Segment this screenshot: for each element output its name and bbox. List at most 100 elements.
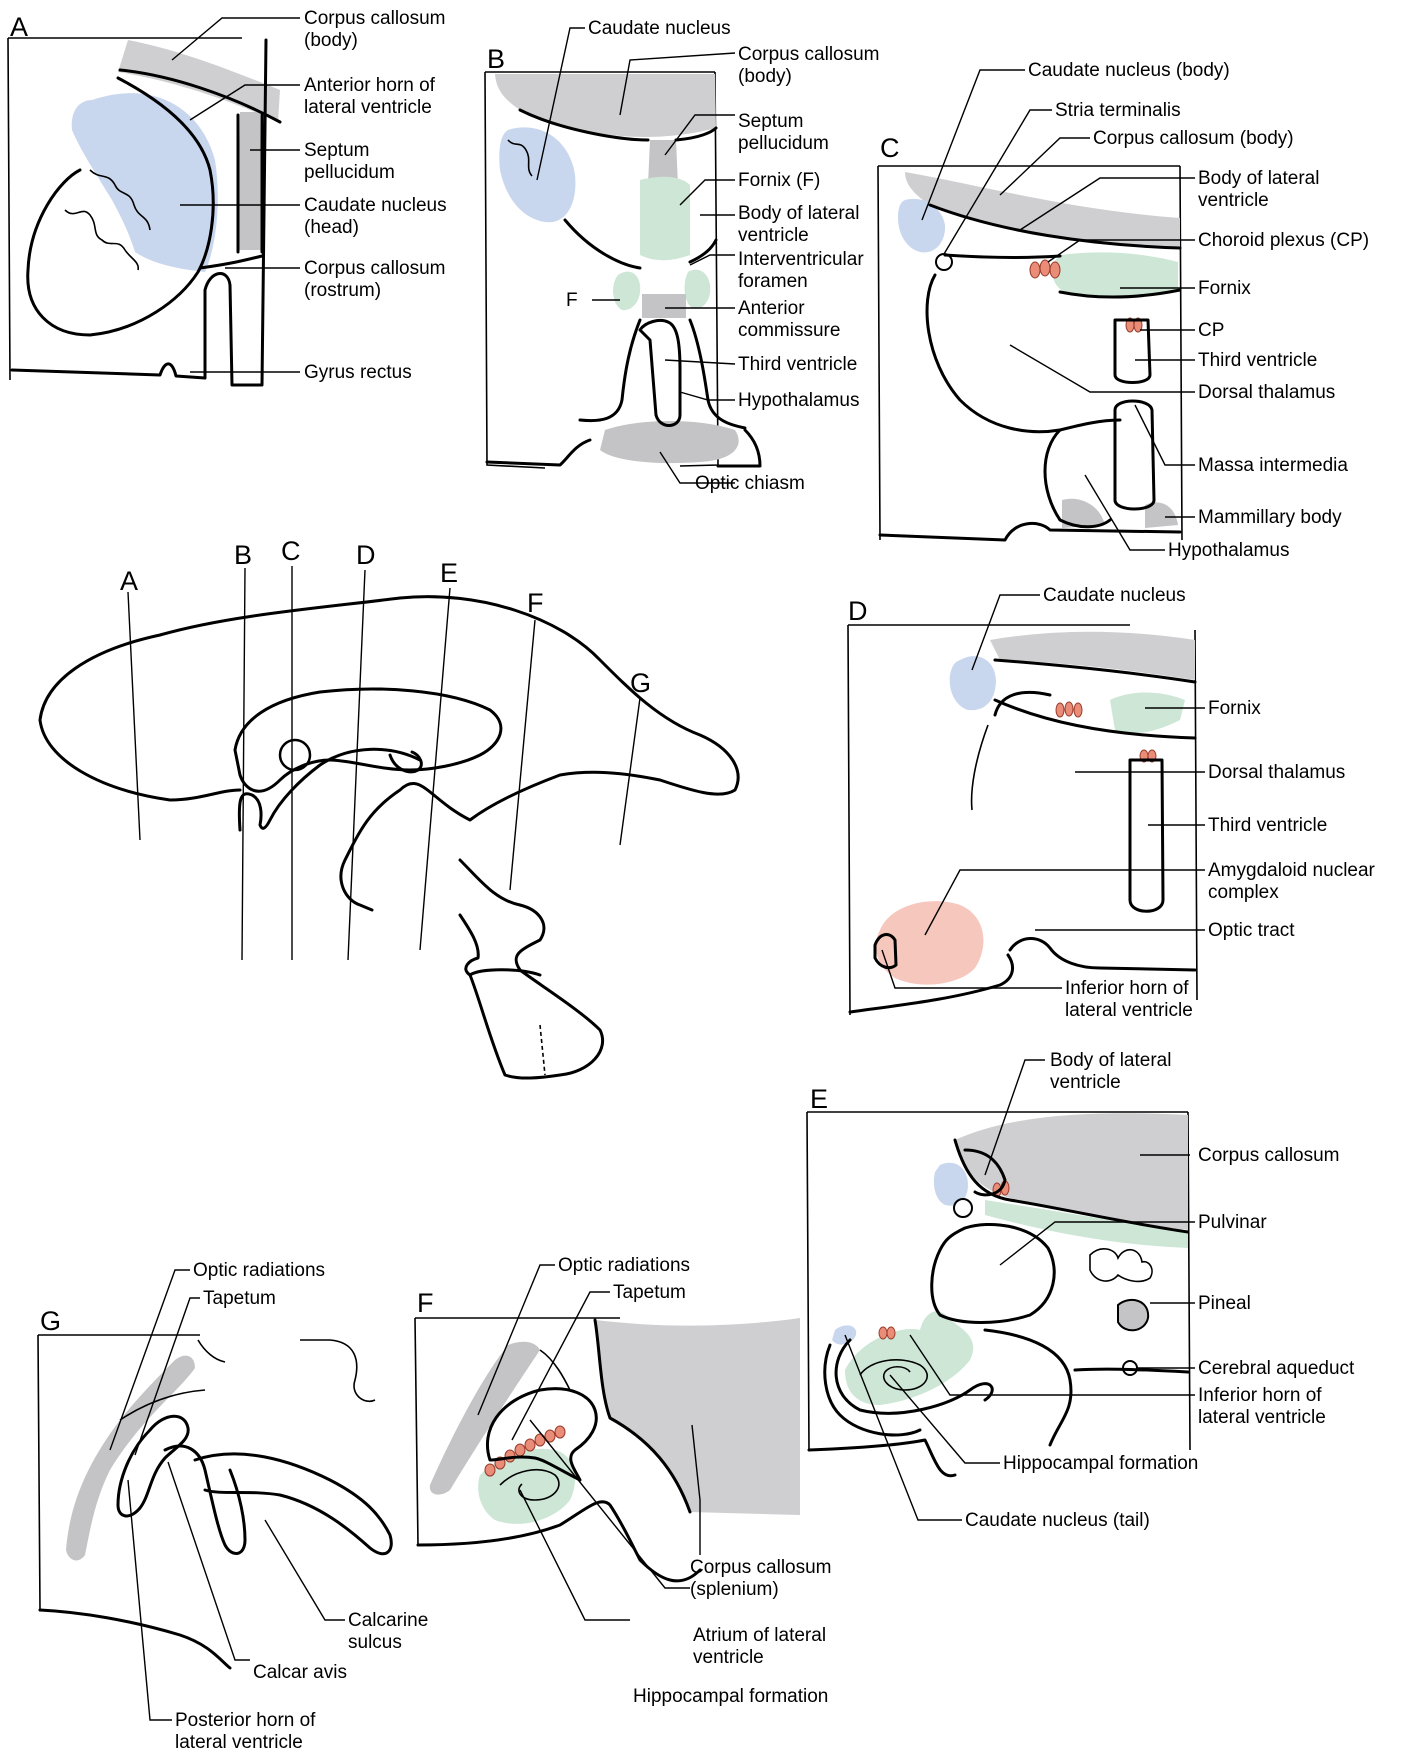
- label-e-inferior-horn: Inferior horn of: [1198, 1385, 1322, 1406]
- label-c-stria-terminalis: Stria terminalis: [1055, 100, 1181, 121]
- label-a-lateral-ventricle: lateral ventricle: [304, 97, 432, 118]
- label-d-fornix: Fornix: [1208, 698, 1261, 719]
- label-a-anterior-horn: Anterior horn of: [304, 75, 436, 96]
- panel-letter-d: D: [848, 596, 868, 626]
- label-g-calcar-avis: Calcar avis: [253, 1662, 347, 1683]
- label-c-third-ventricle: Third ventricle: [1198, 350, 1317, 371]
- key-letter-a: A: [120, 566, 138, 596]
- label-b-third-ventricle: Third ventricle: [738, 354, 857, 375]
- label-b-fornix: Fornix (F): [738, 170, 820, 191]
- label-a-body: (body): [304, 30, 358, 51]
- label-e-body-lateral: Body of lateral: [1050, 1050, 1171, 1071]
- panel-letter-b: B: [487, 44, 505, 74]
- corpus-callosum-body-b: [495, 74, 716, 137]
- key-letter-e: E: [440, 558, 458, 588]
- label-a-head: (head): [304, 217, 359, 238]
- panel-a: A: [8, 12, 280, 385]
- label-b-anterior: Anterior: [738, 298, 805, 319]
- label-b-foramen: foramen: [738, 271, 808, 292]
- panel-f: F: [415, 1288, 800, 1581]
- label-c-mammillary-body: Mammillary body: [1198, 507, 1342, 528]
- label-d-third-ventricle: Third ventricle: [1208, 815, 1327, 836]
- amygdala-d: [876, 901, 984, 984]
- panel-c: C: [878, 133, 1182, 540]
- label-e-caudate-tail: Caudate nucleus (tail): [965, 1510, 1150, 1531]
- label-c-ventricle: ventricle: [1198, 190, 1269, 211]
- label-f-corpus-callosum: Corpus callosum: [690, 1557, 832, 1578]
- label-g-tapetum: Tapetum: [203, 1288, 276, 1309]
- label-c-body-lateral: Body of lateral: [1198, 168, 1319, 189]
- corpus-callosum-d: [990, 632, 1195, 680]
- label-a-septum: Septum: [304, 140, 369, 161]
- caudate-d: [950, 656, 996, 710]
- label-e-pulvinar: Pulvinar: [1198, 1212, 1267, 1233]
- label-b-septum: Septum: [738, 111, 803, 132]
- label-g-posterior-horn: Posterior horn of: [175, 1710, 316, 1731]
- label-e-hippocampal: Hippocampal formation: [1003, 1453, 1198, 1474]
- label-e-lateral-ventricle: lateral ventricle: [1198, 1407, 1326, 1428]
- fornix-left-b: [613, 272, 640, 311]
- pineal-e: [1118, 1300, 1148, 1330]
- panel-b: B: [485, 44, 760, 468]
- label-f-tapetum: Tapetum: [613, 1282, 686, 1303]
- label-e-corpus-callosum: Corpus callosum: [1198, 1145, 1340, 1166]
- key-letter-f: F: [527, 588, 544, 618]
- label-b-corpus-callosum: Corpus callosum: [738, 44, 880, 65]
- key-midsagittal: [40, 566, 738, 1078]
- label-a-pellucidum: pellucidum: [304, 162, 395, 183]
- label-f-splenium: (splenium): [690, 1579, 779, 1600]
- panel-g: G: [38, 1306, 391, 1668]
- label-f-lateral-ventricle: ventricle: [693, 1647, 764, 1668]
- label-b-f: F: [566, 290, 578, 311]
- label-e-cerebral-aqueduct: Cerebral aqueduct: [1198, 1358, 1355, 1379]
- label-b-optic-chiasm: Optic chiasm: [695, 473, 805, 494]
- panel-letter-g: G: [40, 1306, 61, 1336]
- label-b-body: (body): [738, 66, 792, 87]
- label-f-optic-radiations: Optic radiations: [558, 1255, 690, 1276]
- label-b-interventricular: Interventricular: [738, 249, 864, 270]
- label-c-massa-intermedia: Massa intermedia: [1198, 455, 1348, 476]
- label-d-lateral-ventricle: lateral ventricle: [1065, 1000, 1193, 1021]
- fornix-d: [1110, 693, 1185, 734]
- label-d-amygdaloid: Amygdaloid nuclear: [1208, 860, 1376, 881]
- label-b-commissure: commissure: [738, 320, 840, 341]
- label-b-body-lateral: Body of lateral: [738, 203, 859, 224]
- panel-letter-f: F: [417, 1288, 434, 1318]
- panel-letter-e: E: [810, 1084, 828, 1114]
- key-ventricle-outline: [235, 689, 501, 791]
- label-b-pellucidum: pellucidum: [738, 133, 829, 154]
- key-brain-outline: [40, 597, 738, 910]
- septum-pellucidum-a: [238, 112, 262, 250]
- fornix-c: [1052, 252, 1178, 297]
- label-g-calcarine: Calcarine: [348, 1610, 428, 1631]
- label-d-optic-tract: Optic tract: [1208, 920, 1295, 941]
- label-b-hypothalamus: Hypothalamus: [738, 390, 859, 411]
- label-c-fornix: Fornix: [1198, 278, 1251, 299]
- label-g-lateral-ventricle: lateral ventricle: [175, 1732, 303, 1753]
- label-d-caudate: Caudate nucleus: [1043, 585, 1186, 606]
- label-a-corpus-callosum-2: Corpus callosum: [304, 258, 446, 279]
- label-c-dorsal-thalamus: Dorsal thalamus: [1198, 382, 1335, 403]
- label-g-sulcus: sulcus: [348, 1632, 402, 1653]
- corpus-callosum-splenium-f: [595, 1318, 800, 1515]
- label-a-corpus-callosum: Corpus callosum: [304, 8, 446, 29]
- label-d-complex: complex: [1208, 882, 1279, 903]
- panel-e: E: [807, 1084, 1190, 1476]
- caudate-tail-e: [832, 1325, 856, 1344]
- key-letter-b: B: [234, 540, 252, 570]
- label-b-ventricle: ventricle: [738, 225, 809, 246]
- key-letter-g: G: [630, 668, 651, 698]
- label-c-cp: CP: [1198, 320, 1224, 341]
- label-d-dorsal-thalamus: Dorsal thalamus: [1208, 762, 1345, 783]
- key-letter-c: C: [281, 536, 301, 566]
- panel-d: D: [848, 596, 1197, 1015]
- fornix-right-b: [685, 270, 711, 309]
- label-d-inferior-horn: Inferior horn of: [1065, 978, 1189, 999]
- label-a-gyrus-rectus: Gyrus rectus: [304, 362, 412, 383]
- label-c-caudate-body: Caudate nucleus (body): [1028, 60, 1230, 81]
- hippocampal-e: [845, 1311, 973, 1405]
- anterior-commissure-b: [642, 294, 686, 318]
- label-c-corpus-callosum: Corpus callosum (body): [1093, 128, 1294, 149]
